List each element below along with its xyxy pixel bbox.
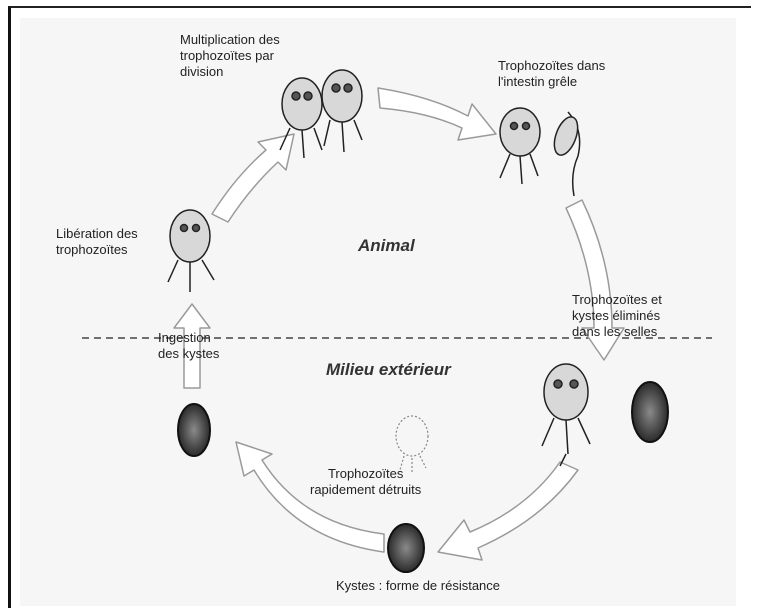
label-line: des kystes [158,346,219,362]
zone-label-animal: Animal [358,236,415,256]
label-liberation: Libération des trophozoïtes [56,226,138,258]
eliminated-trophozoite-icon [542,364,590,466]
label-line: Trophozoïtes et [572,292,662,308]
label-line: Ingestion [158,330,219,346]
label-line: Multiplication des [180,32,280,48]
zone-label-environment: Milieu extérieur [326,360,451,380]
label-line: rapidement détruits [310,482,421,498]
label-line: Trophozoïtes [310,466,421,482]
resistant-cyst-icon [388,524,424,572]
ingested-cyst-icon [178,404,210,456]
label-intestine: Trophozoïtes dans l'intestin grêle [498,58,605,90]
liberated-trophozoite-icon [168,210,214,292]
label-cysts: Kystes : forme de résistance [336,578,500,594]
label-line: trophozoïtes par [180,48,280,64]
label-line: kystes éliminés [572,308,662,324]
label-destroyed: Trophozoïtes rapidement détruits [310,466,421,498]
label-eliminated: Trophozoïtes et kystes éliminés dans les… [572,292,662,340]
label-ingestion: Ingestion des kystes [158,330,219,362]
intestine-trophozoites-icon [500,108,582,196]
label-line: l'intestin grêle [498,74,605,90]
label-line: Trophozoïtes dans [498,58,605,74]
label-multiplication: Multiplication des trophozoïtes par divi… [180,32,280,80]
cycle-arrow-bottom-right [438,462,578,560]
label-line: Libération des [56,226,138,242]
eliminated-cyst-icon [632,382,668,442]
cycle-arrow-top [378,88,496,140]
label-line: dans les selles [572,324,662,340]
label-line: division [180,64,280,80]
label-line: trophozoïtes [56,242,138,258]
